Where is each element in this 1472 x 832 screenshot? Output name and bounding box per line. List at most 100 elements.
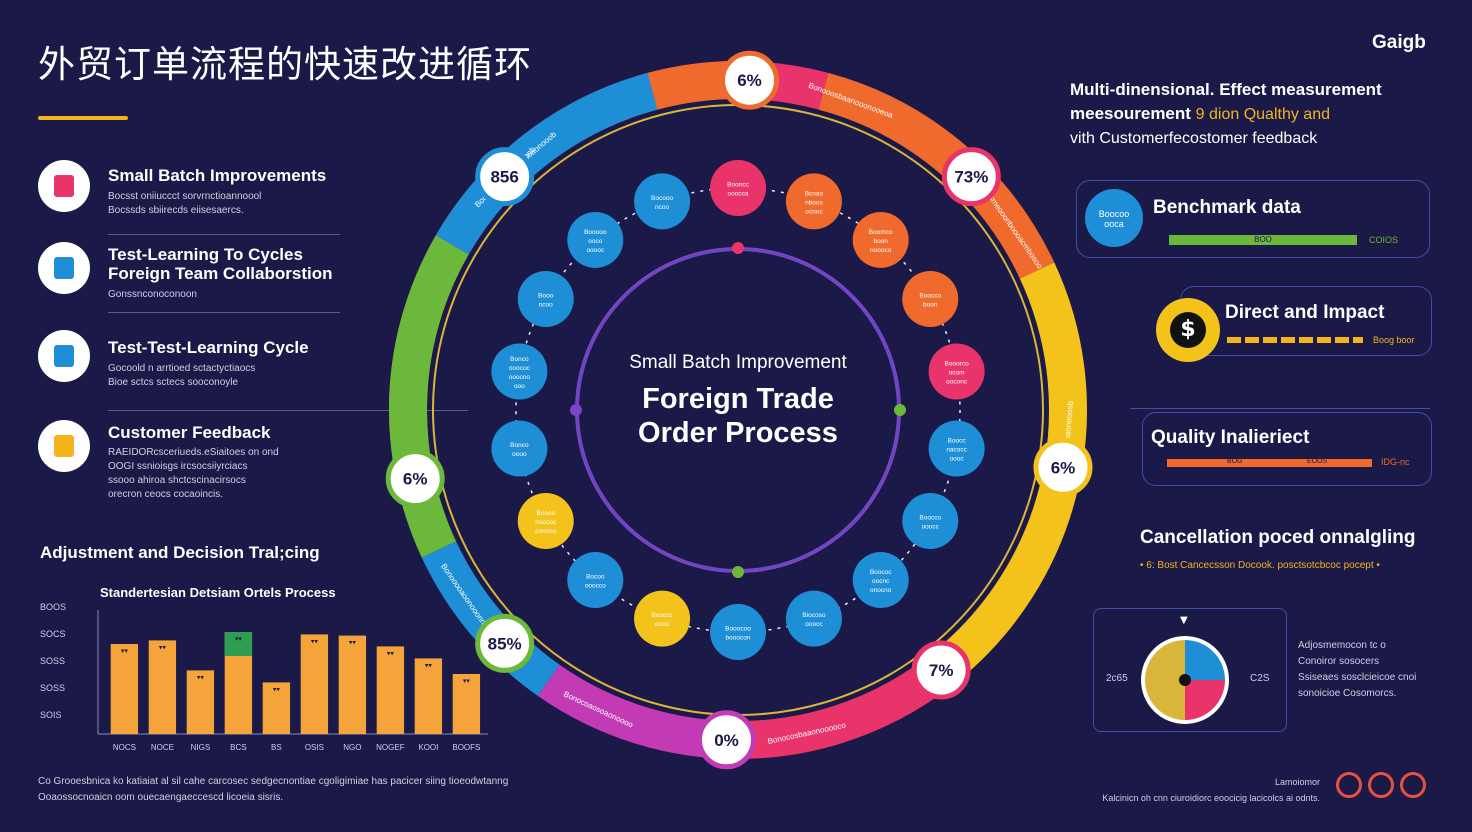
process-node <box>517 271 574 327</box>
process-node-label: oooo <box>512 451 527 458</box>
benchmark-side-note: COIOS <box>1369 235 1399 245</box>
process-node <box>785 590 842 647</box>
process-node <box>928 420 985 477</box>
x-tick-label: NGO <box>343 743 361 752</box>
process-node-label: noococ <box>535 519 557 526</box>
pie-right-label: C2S <box>1250 673 1270 684</box>
cycle-icon <box>38 330 90 382</box>
page-title: 外贸订单流程的快速改进循环 <box>38 43 532 86</box>
pie-slice <box>1185 680 1225 720</box>
bar <box>186 670 215 734</box>
pie-panel: 2c65 C2S ▼ <box>1093 608 1287 732</box>
percent-badge-label: 85% <box>488 634 522 653</box>
pie-pointer-icon: ▼ <box>1180 615 1188 626</box>
percent-badge <box>911 640 971 700</box>
x-tick-label: KOOI <box>418 743 438 752</box>
y-tick-label: BOOS <box>40 602 66 612</box>
bar <box>300 634 329 734</box>
process-node <box>902 271 959 327</box>
percent-badge <box>1033 437 1093 497</box>
process-node-label: ocnoc <box>805 208 823 215</box>
divider <box>108 234 340 235</box>
percent-badge <box>941 147 1001 207</box>
process-node-label: ooooc <box>586 247 604 254</box>
bar <box>148 640 177 734</box>
pie-center <box>1179 674 1191 686</box>
left-item-small-batch: Small Batch Improvements Bocsst oniiuccc… <box>38 160 348 220</box>
card-title: Direct and Impact <box>1225 302 1385 323</box>
x-tick-label: BCS <box>230 743 246 752</box>
dollar-symbol: $ <box>1170 312 1206 348</box>
right-footnote: Lamoiomor Kalcinicn oh cnn ciuroidiorc e… <box>1102 777 1320 803</box>
left-footnote: Co Grooesbnica ko katiaiat al sil cahe c… <box>38 776 509 803</box>
right-header-line-2b: 9 dion Qualthy and <box>1195 106 1330 123</box>
y-tick-label: SOCS <box>40 629 66 639</box>
left-item-title: Test-Learning To Cycles <box>108 245 303 264</box>
footer-icon-1[interactable] <box>1336 772 1362 798</box>
process-node <box>634 173 691 230</box>
bar <box>414 658 443 734</box>
process-node <box>491 343 548 400</box>
center-title-line-2: Order Process <box>638 417 838 449</box>
percent-badge <box>475 613 535 673</box>
pie-left-label: 2c65 <box>1106 673 1128 684</box>
bar-top-mark: ▾▾ <box>273 685 281 693</box>
process-node-label: Bonco <box>510 442 529 449</box>
process-node-label: ooconc <box>946 378 968 385</box>
ring-segment <box>435 72 658 255</box>
process-node-label: ncoo <box>655 204 669 211</box>
process-node-label: Bcnao <box>805 190 824 197</box>
impact-dashed-bar <box>1227 337 1363 343</box>
title-underline <box>38 116 128 120</box>
bar-top-mark: ▾▾ <box>121 647 129 655</box>
bar-top-mark: ▾▾ <box>387 649 395 657</box>
x-tick-label: BS <box>271 743 282 752</box>
center-small-title: Small Batch Improvement <box>629 352 847 373</box>
process-node-label: boon <box>923 302 938 309</box>
percent-badge <box>696 710 756 770</box>
quality-side-note: IDG-nc <box>1381 457 1410 467</box>
chart-subtitle: Standertesian Detsiam Ortels Process <box>100 585 336 600</box>
right-header-line-2: meesourement 9 dion Qualthy and <box>1070 102 1440 127</box>
process-node-label: ooocca <box>728 191 749 198</box>
orbit-dot <box>570 404 582 416</box>
process-node-label: Bonco <box>510 356 529 363</box>
process-node-label: Booccc <box>651 612 673 619</box>
process-node-label: Bocoo <box>586 574 605 581</box>
orbit-dot <box>732 242 744 254</box>
percent-badge-label: 0% <box>714 731 739 750</box>
footer-icons <box>1336 772 1432 802</box>
divider <box>1130 408 1430 409</box>
x-tick-label: NOGEF <box>376 743 405 752</box>
percent-badge-label: 6% <box>737 71 762 90</box>
benchmark-bar-label: BOO <box>1254 235 1272 244</box>
quality-bar-label-2: EOOS <box>1307 458 1328 465</box>
process-node <box>491 420 548 477</box>
process-node-label: ooocc <box>922 524 940 531</box>
process-node <box>634 590 691 647</box>
footer-icon-2[interactable] <box>1368 772 1394 798</box>
process-node-label: ncoo <box>539 302 553 309</box>
bar <box>452 674 481 734</box>
right-header-line-1: Multi-dinensional. Effect measurement <box>1070 80 1382 99</box>
small-batch-icon <box>38 160 90 212</box>
percent-badge <box>475 147 535 207</box>
process-node <box>928 343 985 400</box>
cancellation-subtitle: • 6: Bost Cancecsson Docook. posctsotcbc… <box>1140 560 1380 571</box>
process-node-label: Booorco <box>945 360 970 367</box>
process-node-label: Boocco <box>919 515 941 522</box>
card-direct-impact: Direct and Impact Boog boor <box>1180 286 1432 356</box>
divider <box>108 312 340 313</box>
brand-logo-text: Gaigb <box>1372 32 1426 53</box>
chart-section-title: Adjustment and Decision Tral;cing <box>40 543 320 562</box>
left-item-desc: Bocsst oniiuccct sorvrnctioannoool Bocss… <box>108 191 262 216</box>
right-header-line-2a: meesourement <box>1070 104 1191 123</box>
process-node-label: booocon <box>726 635 751 642</box>
x-tick-label: NOCE <box>151 743 174 752</box>
bar <box>262 682 291 734</box>
process-node <box>710 160 766 216</box>
right-header-line-3: vith Customerfecostomer feedback <box>1070 130 1318 147</box>
footer-icon-3[interactable] <box>1400 772 1426 798</box>
percent-badge-label: 6% <box>1051 458 1076 477</box>
process-node-label: ncom <box>949 369 965 376</box>
